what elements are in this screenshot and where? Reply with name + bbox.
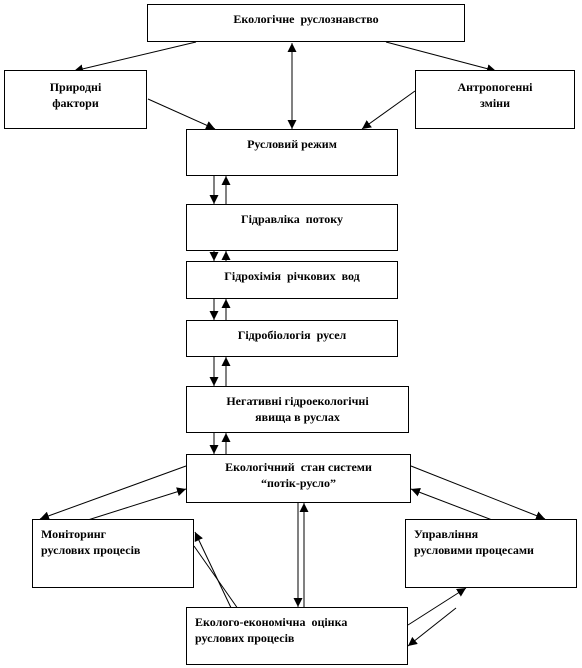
arrow-anthro-to-regime xyxy=(361,90,416,130)
node-label-line: русловими процесами xyxy=(414,543,534,558)
node-ecological-channel-science: Екологічне русло­знавство xyxy=(147,4,465,42)
arrow-ecostate-to-monitoring xyxy=(39,465,187,521)
node-river-water-hydrochemistry: Гідрохімія річкових вод xyxy=(186,261,398,299)
node-ecological-state-flow-channel: Екологічний стан системи “потік-русло” xyxy=(186,454,411,503)
node-label-line: “потік-русло” xyxy=(260,476,337,491)
arrow-econeval-to-management xyxy=(407,587,467,626)
node-label-line: Управління xyxy=(414,527,479,541)
node-label-line: Гідробіологія русел xyxy=(237,328,347,342)
arrow-eco-to-anthro xyxy=(385,41,497,74)
node-negative-hydroecological-phenomena: Негативні гідроекологічні явища в руслах xyxy=(186,386,409,433)
node-eco-economic-evaluation: Еколого-економічна оцінка руслових процес… xyxy=(186,607,408,665)
node-anthropogenic-changes: Антропогенні зміни xyxy=(415,70,575,129)
arrow-ecostate-to-management xyxy=(410,465,546,520)
node-channel-regime: Русловий режим xyxy=(186,129,398,176)
node-channel-process-monitoring: Моніторинг руслових процесів xyxy=(32,519,194,588)
node-label-line: Гідрохімія річкових вод xyxy=(224,269,360,283)
node-label-line: руслових процесів xyxy=(41,543,141,558)
node-label-line: Негативні гідроекологічні xyxy=(226,394,369,408)
node-channel-hydrobiology: Гідробіологія русел xyxy=(186,320,398,357)
node-label-line: Екологічний стан системи xyxy=(225,460,372,474)
arrow-natural-to-regime xyxy=(147,98,216,130)
node-label-line: Русловий режим xyxy=(247,137,337,151)
arrow-management-to-econeval xyxy=(407,607,457,647)
node-label-line: Еколого-економічна оцінка xyxy=(195,615,348,629)
node-label-line: Антропогенні xyxy=(457,80,533,94)
node-label-line: руслових процесів xyxy=(195,631,295,646)
node-flow-hydraulics: Гідравліка потоку xyxy=(186,204,398,251)
node-label-line: Природні xyxy=(49,80,102,94)
node-label-line: явища в руслах xyxy=(255,410,340,425)
arrow-eco-to-natural xyxy=(73,41,197,74)
node-label-line: Гідравліка потоку xyxy=(240,212,344,226)
node-label-line: Екологічне русло­знавство xyxy=(233,12,379,26)
node-label-line: фактори xyxy=(52,96,99,111)
node-natural-factors: Природні фактори xyxy=(4,70,147,129)
node-label-line: зміни xyxy=(480,96,510,111)
node-label-line: Моніторинг xyxy=(41,527,107,541)
node-channel-process-management: Управління русловими процесами xyxy=(405,519,577,588)
